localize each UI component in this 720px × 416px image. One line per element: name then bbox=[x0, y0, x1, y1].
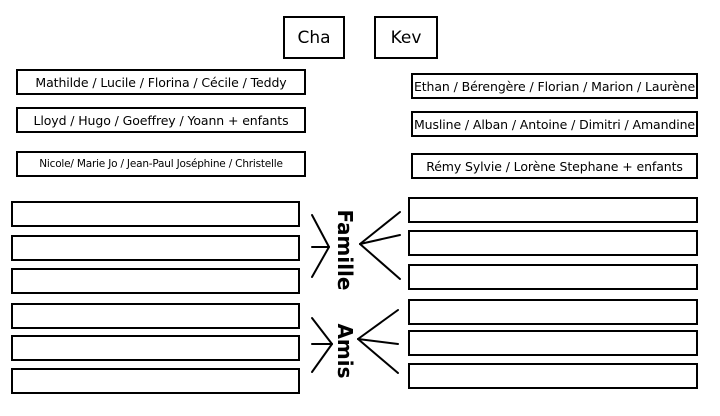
category-famille-label: Famille bbox=[333, 209, 357, 291]
amis-right-line-3 bbox=[357, 338, 399, 374]
right-empty-slot-6 bbox=[408, 363, 698, 389]
left-group-1-text: Mathilde / Lucile / Florina / Cécile / T… bbox=[35, 74, 287, 90]
left-empty-slot-2 bbox=[11, 235, 300, 261]
right-empty-slot-4 bbox=[408, 299, 698, 325]
amis-right-line-1 bbox=[357, 309, 399, 340]
header-cha-label: Cha bbox=[297, 27, 331, 48]
right-group-2: Musline / Alban / Antoine / Dimitri / Am… bbox=[411, 111, 698, 137]
right-group-1: Ethan / Bérengère / Florian / Marion / L… bbox=[411, 73, 698, 99]
header-kev-label: Kev bbox=[390, 27, 422, 48]
right-group-2-text: Musline / Alban / Antoine / Dimitri / Am… bbox=[413, 116, 696, 132]
right-empty-slot-2 bbox=[408, 230, 698, 256]
famille-left-line-3 bbox=[311, 246, 330, 278]
left-empty-slot-5 bbox=[11, 335, 300, 361]
right-group-3: Rémy Sylvie / Lorène Stephane + enfants bbox=[411, 153, 698, 179]
famille-right-line-2 bbox=[359, 234, 401, 245]
amis-left-line-3 bbox=[311, 343, 333, 373]
left-empty-slot-6 bbox=[11, 368, 300, 394]
left-empty-slot-4 bbox=[11, 303, 300, 329]
right-group-3-text: Rémy Sylvie / Lorène Stephane + enfants bbox=[426, 158, 683, 174]
right-empty-slot-3 bbox=[408, 264, 698, 290]
right-group-1-text: Ethan / Bérengère / Florian / Marion / L… bbox=[413, 78, 696, 94]
amis-left-line-1 bbox=[311, 317, 333, 345]
left-group-2-text: Lloyd / Hugo / Goeffrey / Yoann + enfant… bbox=[33, 112, 289, 128]
right-empty-slot-1 bbox=[408, 197, 698, 223]
header-cha: Cha bbox=[283, 16, 345, 59]
famille-right-line-3 bbox=[359, 243, 401, 280]
left-group-1: Mathilde / Lucile / Florina / Cécile / T… bbox=[16, 69, 306, 95]
left-group-3: Nicole/ Marie Jo / Jean-Paul Joséphine /… bbox=[16, 151, 306, 177]
famille-left-line-1 bbox=[311, 214, 330, 248]
right-empty-slot-5 bbox=[408, 330, 698, 356]
left-empty-slot-3 bbox=[11, 268, 300, 294]
left-empty-slot-1 bbox=[11, 201, 300, 227]
famille-right-line-1 bbox=[359, 211, 401, 245]
header-kev: Kev bbox=[374, 16, 438, 59]
category-amis-label: Amis bbox=[333, 323, 357, 379]
left-group-2: Lloyd / Hugo / Goeffrey / Yoann + enfant… bbox=[16, 107, 306, 133]
left-group-3-text: Nicole/ Marie Jo / Jean-Paul Joséphine /… bbox=[39, 158, 283, 170]
amis-right-line-2 bbox=[357, 338, 399, 345]
